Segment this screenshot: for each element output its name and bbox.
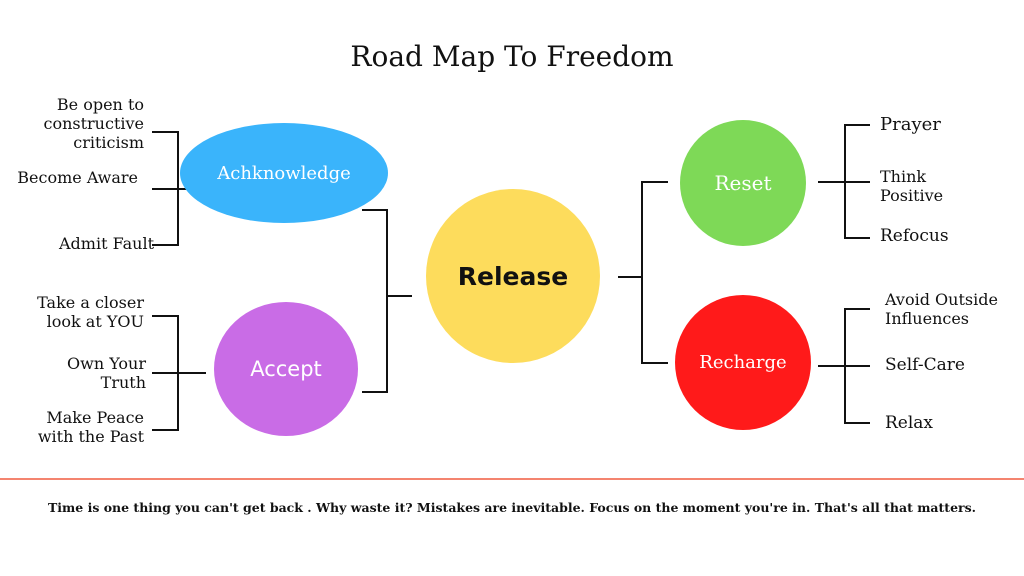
item-refocus: Refocus bbox=[880, 226, 949, 246]
diagram-title: Road Map To Freedom bbox=[350, 40, 674, 73]
node-recharge-label: Recharge bbox=[699, 352, 787, 373]
node-acknowledge: Achknowledge bbox=[180, 123, 388, 223]
center-right-bracket bbox=[618, 181, 668, 364]
item-prayer: Prayer bbox=[880, 114, 941, 135]
center-left-bracket bbox=[362, 209, 412, 393]
item-own-truth: Own Your Truth bbox=[67, 354, 146, 392]
node-reset-label: Reset bbox=[714, 171, 772, 195]
item-self-care: Self-Care bbox=[885, 355, 965, 375]
item-relax: Relax bbox=[885, 413, 934, 433]
node-acknowledge-label: Achknowledge bbox=[217, 162, 351, 184]
item-make-peace: Make Peace with the Past bbox=[37, 408, 144, 446]
item-closer-look: Take a closer look at YOU bbox=[37, 293, 144, 331]
node-release: Release bbox=[426, 189, 600, 363]
item-admit-fault: Admit Fault bbox=[58, 234, 154, 253]
node-reset: Reset bbox=[680, 120, 806, 246]
accept-bracket bbox=[152, 315, 206, 431]
item-avoid-influences: Avoid Outside Influences bbox=[885, 290, 998, 328]
recharge-bracket bbox=[818, 308, 870, 424]
node-accept-label: Accept bbox=[250, 357, 322, 381]
item-become-aware: Become Aware bbox=[17, 168, 138, 187]
item-think-positive: Think Positive bbox=[880, 167, 944, 205]
node-recharge: Recharge bbox=[675, 295, 811, 430]
reset-bracket bbox=[818, 124, 870, 239]
node-release-label: Release bbox=[457, 261, 569, 291]
footer-quote: Time is one thing you can't get back . W… bbox=[47, 500, 977, 515]
item-open-to-criticism: Be open to constructive criticism bbox=[43, 95, 144, 152]
node-accept: Accept bbox=[214, 302, 358, 436]
acknowledge-bracket bbox=[152, 131, 190, 246]
